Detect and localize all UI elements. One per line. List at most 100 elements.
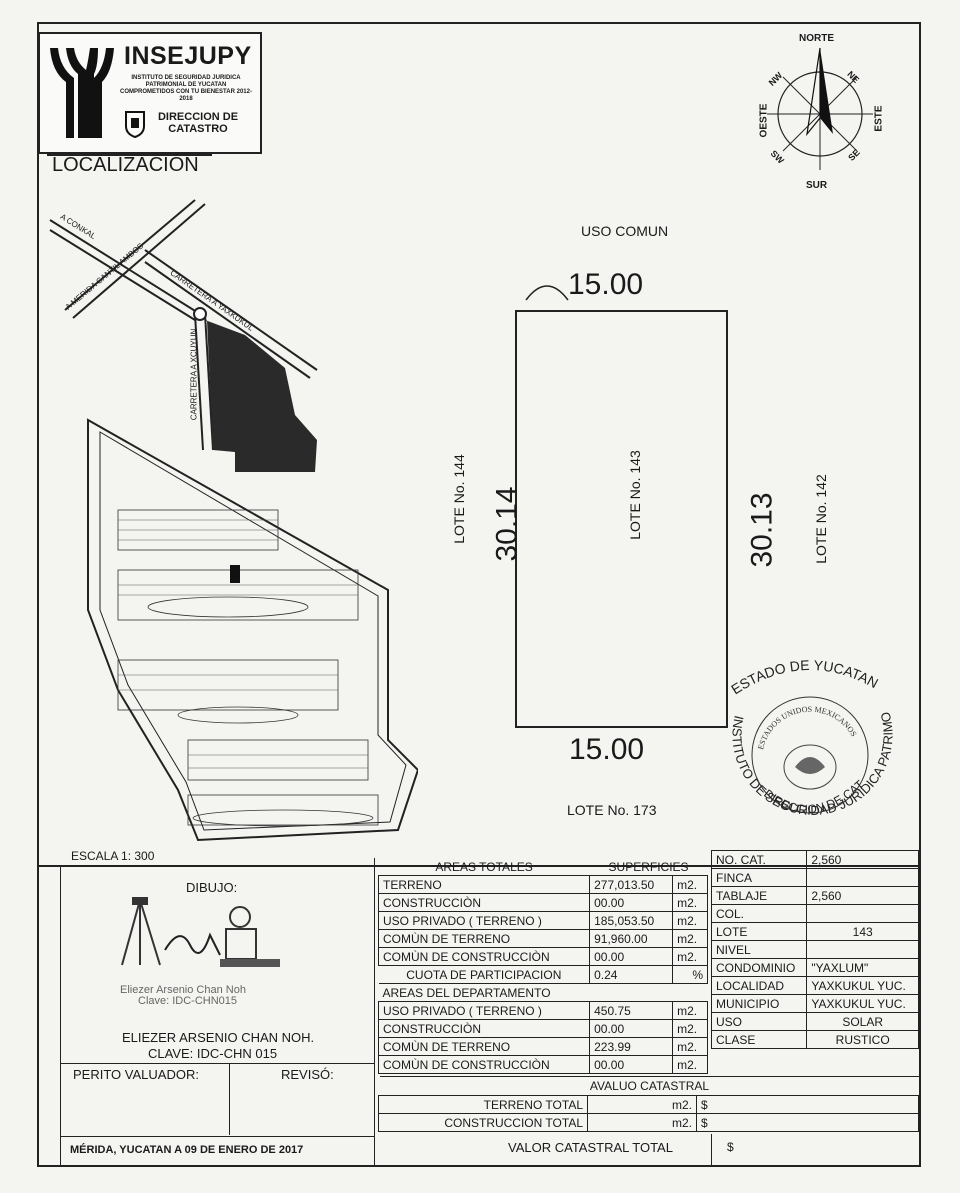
drawing-name: ELIEZER ARSENIO CHAN NOH. xyxy=(122,1030,315,1045)
info-label: NO. CAT. xyxy=(710,850,808,869)
info-label: COL. xyxy=(710,904,808,923)
dept-value: 00.00 xyxy=(589,1055,674,1074)
reviso-label: REVISÓ: xyxy=(281,1067,334,1082)
area-value: 91,960.00 xyxy=(589,929,674,948)
org-name: INSEJUPY xyxy=(124,42,252,70)
logo-block: INSEJUPY INSTITUTO DE SEGURIDAD JURIDICA… xyxy=(38,32,262,154)
left-neighbor: LOTE No. 144 xyxy=(450,454,467,544)
location-map xyxy=(49,199,318,472)
avaluo-title: AVALUO CATASTRAL xyxy=(380,1076,919,1096)
info-value: 2,560 xyxy=(806,850,919,869)
lot-rectangle xyxy=(515,310,728,728)
perito-top-line xyxy=(60,1063,374,1064)
scale-label: ESCALA 1: 300 xyxy=(71,849,155,863)
area-unit: m2. xyxy=(672,911,708,930)
date-label: MÉRIDA, YUCATAN A 09 DE ENERO DE 2017 xyxy=(70,1144,304,1156)
catastro-shield-icon xyxy=(125,111,145,138)
department-name: DIRECCION DE CATASTRO xyxy=(157,111,239,135)
signature-key: Clave: IDC-CHN015 xyxy=(138,995,238,1007)
dept-label: COMÙN DE TERRENO xyxy=(377,1037,591,1056)
dept-value: 00.00 xyxy=(589,1019,674,1038)
compass-west: OESTE xyxy=(758,103,770,138)
valor-divider xyxy=(711,1134,712,1166)
official-seal: ESTADO DE YUCATAN INSTITUTO DE SEGURIDAD… xyxy=(705,655,896,818)
dept-unit: m2. xyxy=(672,1037,708,1056)
left-border xyxy=(60,865,61,1167)
lot-label: LOTE No. 143 xyxy=(626,450,643,540)
dept-unit: m2. xyxy=(672,1055,708,1074)
drawing-title: DIBUJO: xyxy=(186,880,238,895)
mid-border xyxy=(374,858,375,1167)
bottom-dimension: 15.00 xyxy=(569,733,645,766)
info-value xyxy=(806,904,919,923)
construccion-total-unit: m2. xyxy=(587,1113,697,1132)
insejupy-logo-icon xyxy=(50,48,114,138)
area-label: CONSTRUCCIÒN xyxy=(377,893,591,912)
info-value xyxy=(806,868,919,887)
dept-header: AREAS DEL DEPARTAMENTO xyxy=(378,983,708,1002)
perito-label: PERITO VALUADOR: xyxy=(73,1067,199,1082)
info-label: TABLAJE xyxy=(710,886,808,905)
construccion-total-label: CONSTRUCCION TOTAL xyxy=(378,1113,588,1132)
construccion-total-currency: $ xyxy=(696,1113,919,1132)
terreno-total-currency: $ xyxy=(696,1095,919,1114)
dept-label: USO PRIVADO ( TERRENO ) xyxy=(377,1001,591,1020)
cuota-value: 0.24 xyxy=(589,965,674,984)
right-dimension: 30.13 xyxy=(745,492,779,568)
info-label: LOCALIDAD xyxy=(710,976,808,995)
svg-text:DIRECCION DE CATASTRO: DIRECCION DE CATASTRO xyxy=(705,655,867,816)
top-neighbor: USO COMUN xyxy=(581,223,669,239)
info-value: "YAXLUM" xyxy=(806,958,919,977)
info-value: RUSTICO xyxy=(806,1030,919,1049)
dept-unit: m2. xyxy=(672,1019,708,1038)
area-unit: m2. xyxy=(672,929,708,948)
info-label: CLASE xyxy=(710,1030,808,1049)
area-unit: m2. xyxy=(672,893,708,912)
info-label: CONDOMINIO xyxy=(710,958,808,977)
seal-top-text: ESTADO DE YUCATAN xyxy=(728,657,881,697)
perito-divider xyxy=(229,1063,230,1135)
road-xcuyun: CARRETERA A XCUYUN xyxy=(189,328,199,421)
dept-value: 450.75 xyxy=(589,1001,674,1020)
seal-bottom-text: DIRECCION DE CATASTRO xyxy=(705,655,867,816)
compass-rose-icon xyxy=(767,47,873,170)
info-label: NIVEL xyxy=(710,940,808,959)
compass-south: SUR xyxy=(806,180,828,191)
dept-value: 223.99 xyxy=(589,1037,674,1056)
surveyor-logo-icon xyxy=(121,897,280,967)
info-value xyxy=(806,940,919,959)
avaluo-table: TERRENO TOTAL m2. $ CONSTRUCCION TOTAL m… xyxy=(378,1095,919,1132)
info-label: FINCA xyxy=(710,868,808,887)
area-unit: m2. xyxy=(672,875,708,894)
terreno-total-label: TERRENO TOTAL xyxy=(378,1095,588,1114)
areas-header-left: AREAS TOTALES xyxy=(435,859,533,874)
info-value: SOLAR xyxy=(806,1012,919,1031)
area-value: 00.00 xyxy=(589,893,674,912)
info-value: YAXKUKUL YUC. xyxy=(806,994,919,1013)
info-value: YAXKUKUL YUC. xyxy=(806,976,919,995)
date-top-line xyxy=(60,1136,374,1137)
svg-text:ESTADO DE YUCATAN: ESTADO DE YUCATAN xyxy=(728,657,881,697)
location-title: LOCALIZACIÓN xyxy=(52,154,199,176)
terreno-total-unit: m2. xyxy=(587,1095,697,1114)
dept-unit: m2. xyxy=(672,1001,708,1020)
areas-header-right: SUPERFICIES xyxy=(608,859,689,874)
area-value: 00.00 xyxy=(589,947,674,966)
valor-total-currency: $ xyxy=(727,1140,734,1154)
compass-north: NORTE xyxy=(799,33,834,44)
org-subtitle: INSTITUTO DE SEGURIDAD JURIDICA PATRIMON… xyxy=(120,75,252,102)
area-label: COMÙN DE TERRENO xyxy=(377,929,591,948)
area-label: TERRENO xyxy=(377,875,591,894)
bottom-neighbor: LOTE No. 173 xyxy=(567,802,657,818)
cuota-unit: % xyxy=(672,965,708,984)
info-label: MUNICIPIO xyxy=(710,994,808,1013)
area-value: 185,053.50 xyxy=(589,911,674,930)
info-value: 2,560 xyxy=(806,886,919,905)
right-neighbor: LOTE No. 142 xyxy=(812,474,829,564)
document-frame xyxy=(37,22,921,1167)
divider xyxy=(47,154,212,156)
bottom-section-line xyxy=(39,865,921,867)
info-label: USO xyxy=(710,1012,808,1031)
